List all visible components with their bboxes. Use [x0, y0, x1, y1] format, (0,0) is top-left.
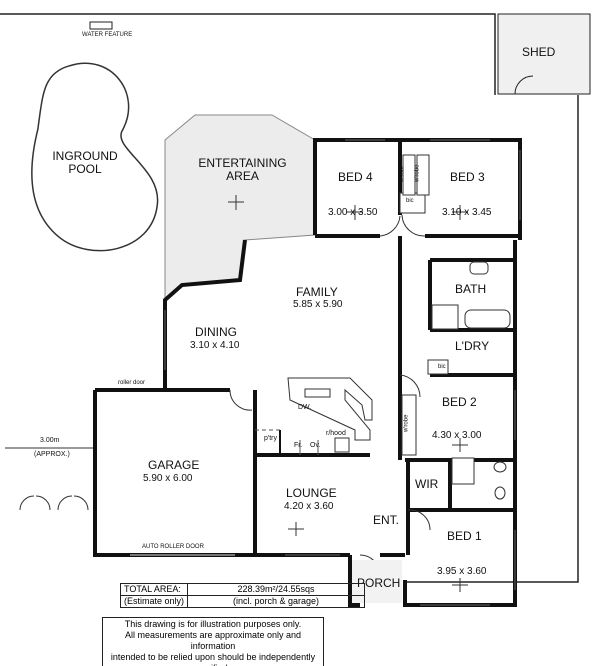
family-size: 5.85 x 5.90 — [293, 299, 343, 310]
dining-size: 3.10 x 4.10 — [190, 340, 240, 351]
entry-label: ENT. — [373, 513, 400, 527]
total-area-table: TOTAL AREA:228.39m²/24.55sqs (Estimate o… — [119, 583, 366, 608]
bed3-label: BED 3 — [450, 170, 485, 184]
bed4-size: 3.00 x 3.50 — [328, 207, 378, 218]
kitchen-bench — [287, 377, 373, 453]
roller-door-label: roller door — [118, 380, 146, 386]
oven-label: Ov. — [310, 442, 321, 449]
disclaimer: This drawing is for illustration purpose… — [102, 617, 324, 666]
bic-label: bic — [406, 198, 414, 204]
dishwasher-label: DW. — [298, 404, 312, 411]
porch-label: PORCH — [357, 576, 401, 590]
total-area-label: TOTAL AREA: — [119, 583, 189, 596]
bed3-wrobe-label: w'robe — [414, 164, 421, 183]
bed3-size: 3.10 x 3.45 — [442, 207, 492, 218]
bed2-size: 4.30 x 3.00 — [432, 430, 482, 441]
setback-dimension — [5, 447, 93, 511]
bed2-label: BED 2 — [442, 395, 477, 409]
disclaimer-line: This drawing is for illustration purpose… — [124, 619, 302, 629]
wir-label: WIR — [415, 477, 439, 491]
garage-size: 5.90 x 6.00 — [143, 473, 193, 484]
lounge-size: 4.20 x 3.60 — [284, 501, 334, 512]
fridge-label: Fr. — [294, 442, 303, 449]
setback-label: 3.00m — [40, 437, 60, 444]
bed2-wrobe-label: w'robe — [403, 414, 410, 433]
shed — [497, 13, 591, 95]
total-area-value: 228.39m²/24.55sqs — [187, 583, 366, 596]
bath-fixtures — [427, 261, 511, 500]
auto-roller-door-label: AUTO ROLLER DOOR — [142, 544, 204, 550]
family-label: FAMILY — [296, 285, 338, 299]
garage-label: GARAGE — [148, 458, 200, 472]
property-boundary — [0, 13, 496, 95]
setback-note: (APPROX.) — [34, 451, 70, 458]
bed4-wrobe-label: w'robe — [399, 164, 406, 183]
estimate-label: (Estimate only) — [119, 595, 189, 608]
bed1-label: BED 1 — [447, 529, 482, 543]
laundry-bic-label: bic — [438, 364, 446, 370]
bed1-size: 3.95 x 3.60 — [437, 566, 487, 577]
disclaimer-line: All measurements are approximate only an… — [124, 630, 302, 651]
bed2-wardrobe — [401, 394, 417, 456]
area-note: (incl. porch & garage) — [187, 595, 366, 608]
bed3-wardrobe — [416, 154, 430, 196]
entertaining-area-label: ENTERTAINING AREA — [198, 156, 287, 184]
lounge-label: LOUNGE — [286, 486, 337, 500]
water-feature-label: WATER FEATURE — [82, 32, 133, 38]
rangehood-label: r/hood — [326, 430, 346, 437]
dining-label: DINING — [195, 325, 237, 339]
bed4-wardrobe — [402, 154, 416, 196]
water-feature — [89, 21, 113, 30]
laundry-label: L'DRY — [455, 339, 490, 353]
shed-label: SHED — [522, 45, 556, 59]
pool-inner-edge — [32, 64, 157, 250]
property-boundary-right — [405, 95, 579, 583]
ceiling-fan-icons — [228, 195, 468, 592]
windows — [164, 139, 521, 606]
pantry-label: p'try — [264, 435, 278, 442]
bed4-label: BED 4 — [338, 170, 373, 184]
disclaimer-line: intended to be relied upon should be ind… — [110, 652, 316, 666]
bath-label: BATH — [455, 282, 487, 296]
pool-label: INGROUND POOL — [52, 149, 118, 177]
